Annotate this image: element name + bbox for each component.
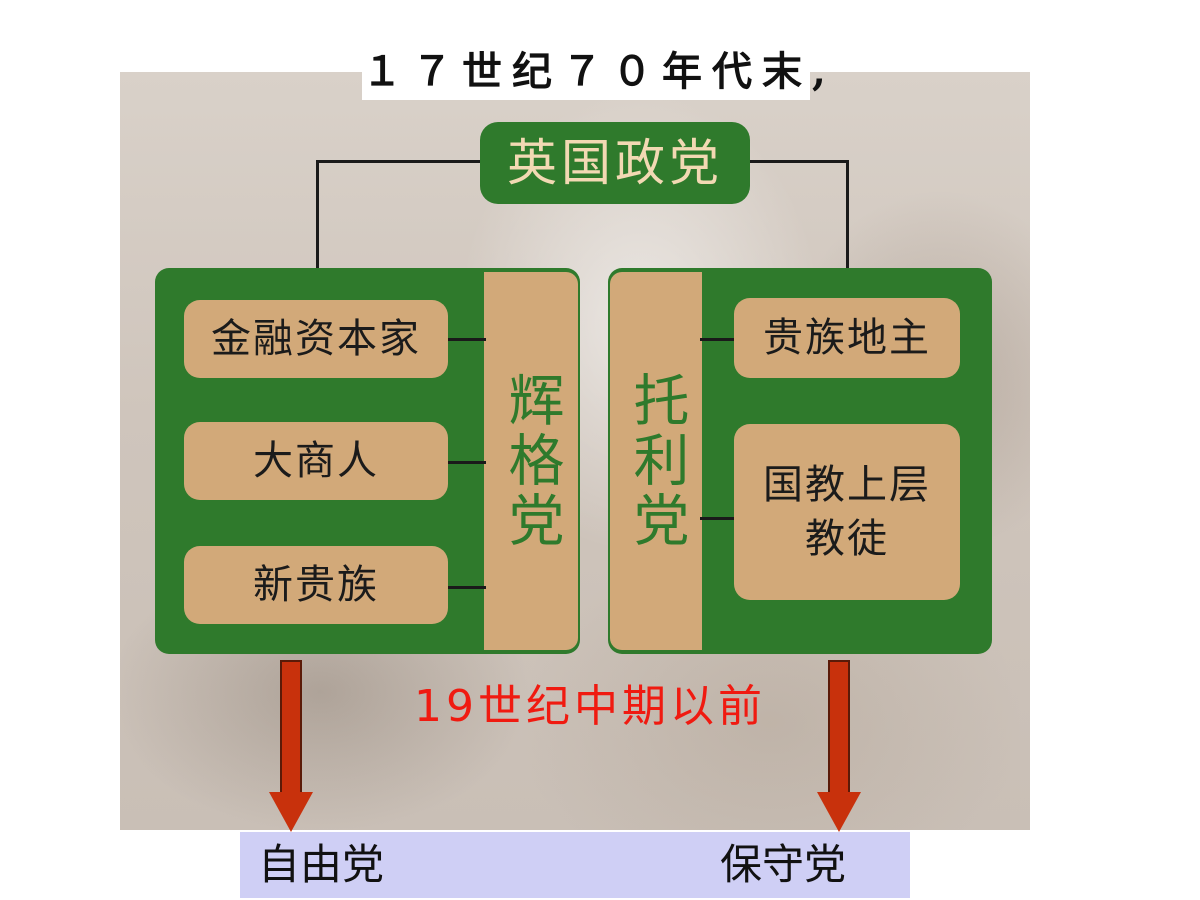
left-arrow-shaft xyxy=(280,660,302,796)
whig-connector-3 xyxy=(446,586,486,589)
right-arrow-head xyxy=(817,792,861,832)
title-strip xyxy=(362,18,810,100)
connector-left-vertical xyxy=(316,160,319,272)
connector-right-vertical xyxy=(846,160,849,272)
tory-member-anglican-elite: 国教上层 教徒 xyxy=(734,424,960,600)
tory-connector-1 xyxy=(700,338,736,341)
whig-member-financiers: 金融资本家 xyxy=(184,300,448,378)
whig-member-merchants: 大商人 xyxy=(184,422,448,500)
outcome-liberal-party: 自由党 xyxy=(258,840,385,889)
outcome-conservative-party: 保守党 xyxy=(720,840,847,889)
tory-party-label: 托利党 xyxy=(610,272,702,650)
whig-member-new-nobility: 新贵族 xyxy=(184,546,448,624)
connector-left-horizontal xyxy=(318,160,482,163)
whig-party-label: 辉格党 xyxy=(484,272,578,650)
page-title: １７世纪７０年代末, xyxy=(362,48,836,95)
connector-right-horizontal xyxy=(748,160,848,163)
whig-connector-2 xyxy=(446,461,486,464)
root-node-british-parties: 英国政党 xyxy=(480,122,750,204)
left-arrow-head xyxy=(269,792,313,832)
tory-member-anglican-elite-line1: 国教上层 xyxy=(763,462,931,508)
period-caption: 19世纪中期以前 xyxy=(414,681,766,732)
tory-connector-2 xyxy=(700,517,736,520)
tory-member-anglican-elite-line2: 教徒 xyxy=(805,516,889,562)
right-arrow-shaft xyxy=(828,660,850,796)
whig-connector-1 xyxy=(446,338,486,341)
outcome-bar xyxy=(240,832,910,898)
tory-member-landed-aristocracy: 贵族地主 xyxy=(734,298,960,378)
